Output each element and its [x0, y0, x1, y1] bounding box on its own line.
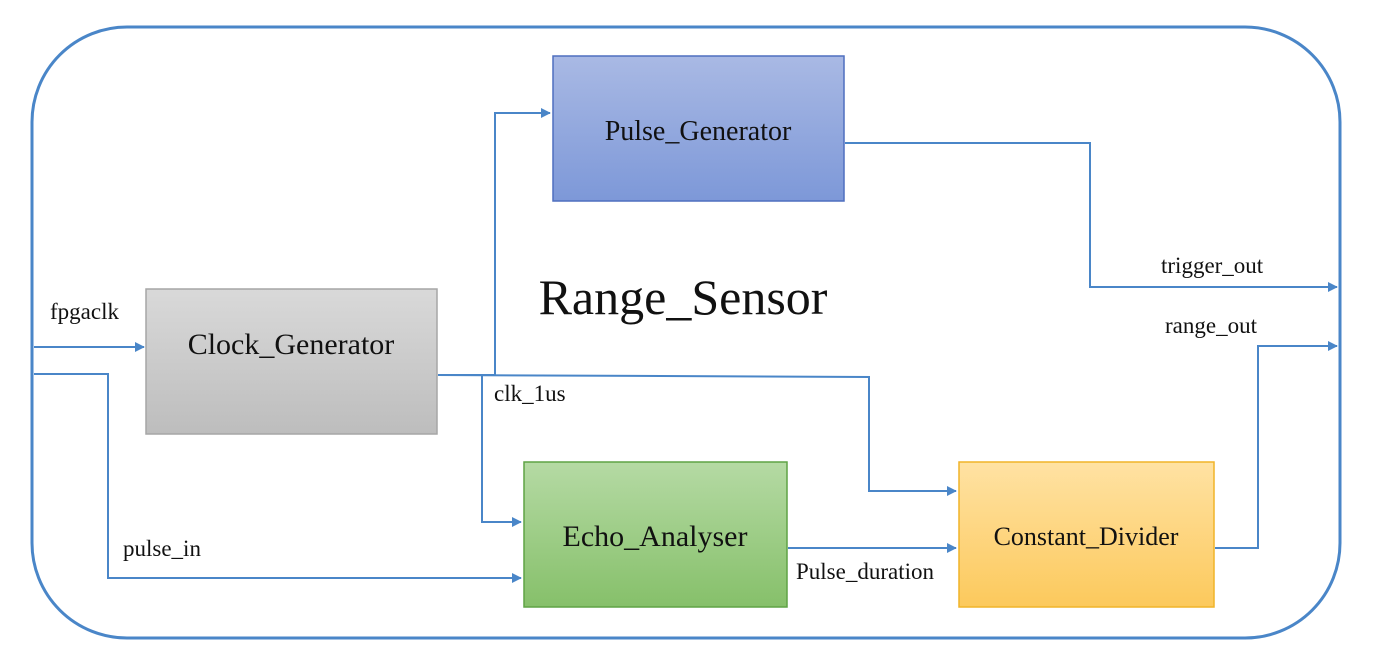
diagram-title: Range_Sensor — [539, 269, 828, 325]
range-out-label: range_out — [1165, 313, 1258, 338]
constant-divider-label: Constant_Divider — [994, 522, 1179, 551]
clock-generator-block: Clock_Generator — [145, 288, 438, 435]
pulse-duration-label: Pulse_duration — [796, 559, 934, 584]
pulse-in-label: pulse_in — [123, 536, 201, 561]
clk-to-pulse-generator-wire — [438, 108, 551, 376]
pulse-in-wire — [34, 373, 522, 583]
clk-to-constant-divider-wire — [437, 374, 957, 496]
wires — [34, 108, 1338, 583]
pulse-generator-label: Pulse_Generator — [605, 116, 792, 147]
clk-1us-label: clk_1us — [494, 381, 566, 406]
range-sensor-boundary — [30, 25, 1342, 640]
fpgaclk-label: fpgaclk — [50, 299, 119, 324]
trigger-out-label: trigger_out — [1161, 253, 1264, 278]
echo-analyser-block: Echo_Analyser — [523, 461, 788, 608]
range-out-wire — [1215, 341, 1338, 549]
pulse-generator-block: Pulse_Generator — [552, 55, 845, 202]
clock-generator-label: Clock_Generator — [188, 328, 395, 361]
echo-analyser-label: Echo_Analyser — [563, 520, 748, 553]
trigger-out-wire — [845, 142, 1338, 292]
constant-divider-block: Constant_Divider — [958, 461, 1215, 608]
